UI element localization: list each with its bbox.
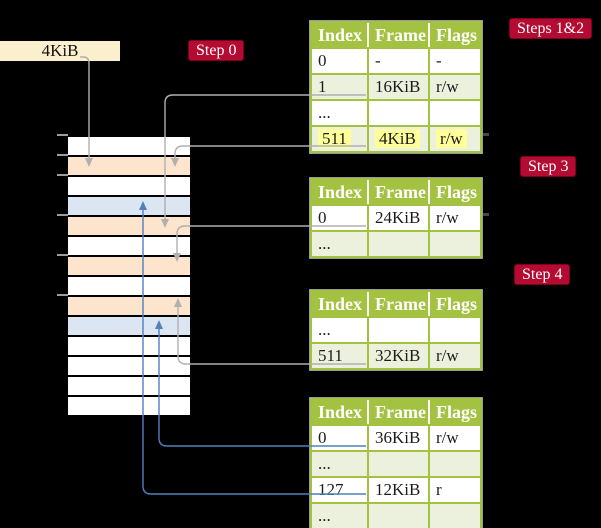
header-cell: Index <box>318 182 363 202</box>
table-cell <box>428 452 480 476</box>
memory-frame-row <box>68 277 190 297</box>
highlighted-value: 4KiB <box>375 129 420 148</box>
table-cell <box>428 318 480 342</box>
table-row: ... <box>312 450 480 476</box>
table-cell <box>367 452 428 476</box>
memory-frame-row <box>68 197 190 217</box>
table-cell: ... <box>318 506 331 525</box>
table-cell: r/w <box>428 75 480 99</box>
highlighted-value: 511 <box>318 129 351 148</box>
header-cell: Index <box>318 402 363 422</box>
table-cell: r <box>428 478 480 502</box>
connector-stub <box>483 133 489 136</box>
memory-frame-row <box>68 337 190 357</box>
header-cell: Frame <box>367 400 428 424</box>
memory-frame-row <box>68 257 190 277</box>
table-cell <box>428 101 480 125</box>
table-cell <box>367 318 428 342</box>
table-cell: r/w <box>428 426 480 450</box>
memory-frame-row <box>68 317 190 337</box>
highlighted-value: r/w <box>436 129 467 148</box>
header-cell: Flags <box>428 292 480 316</box>
memory-frame-row <box>68 377 190 397</box>
header-cell: Frame <box>367 292 428 316</box>
table-cell: r/w <box>428 127 480 151</box>
table-cell <box>367 504 428 528</box>
header-cell: Frame <box>367 23 428 47</box>
table-row: ... <box>312 99 480 125</box>
table-row: ... <box>312 502 480 528</box>
size-label-4kib: 4KiB <box>0 41 120 61</box>
memory-tick <box>57 134 68 136</box>
table-cell: 0 <box>318 428 327 447</box>
header-cell: Frame <box>367 180 428 204</box>
memory-frame-row <box>68 217 190 237</box>
memory-frame-row <box>68 357 190 377</box>
memory-tick <box>57 214 68 216</box>
header-cell: Index <box>318 25 363 45</box>
table-cell: - <box>367 49 428 73</box>
memory-tick <box>57 154 68 156</box>
table-cell: 0 <box>318 51 327 70</box>
table-cell: 127 <box>318 480 344 499</box>
header-cell: Flags <box>428 23 480 47</box>
table-cell <box>367 232 428 256</box>
badge-step-0: Step 0 <box>188 40 245 61</box>
header-cell: Index <box>318 294 363 314</box>
table-cell: 32KiB <box>367 344 428 368</box>
table-cell: 4KiB <box>367 127 428 151</box>
badge-step-3: Step 3 <box>520 156 577 177</box>
table-cell <box>367 101 428 125</box>
memory-tick <box>57 174 68 176</box>
header-cell: Flags <box>428 180 480 204</box>
table-row: ... <box>312 230 480 256</box>
memory-frame-row <box>68 157 190 177</box>
connector-stub <box>483 213 489 216</box>
table-cell: ... <box>318 103 331 122</box>
badge-step-4: Step 4 <box>514 264 571 285</box>
table-cell: ... <box>318 320 331 339</box>
memory-tick <box>57 254 68 256</box>
badge-steps-1-2: Steps 1&2 <box>509 18 593 39</box>
table-cell <box>428 232 480 256</box>
table-cell: r/w <box>428 206 480 230</box>
table-cell: - <box>428 49 480 73</box>
table-cell: 12KiB <box>367 478 428 502</box>
table-cell: 511 <box>318 346 343 365</box>
memory-frame-row <box>68 297 190 317</box>
table-row: 511 4KiB r/w <box>312 125 480 151</box>
memory-frame-row <box>68 137 190 157</box>
table-cell: r/w <box>428 344 480 368</box>
table-cell: 16KiB <box>367 75 428 99</box>
memory-frame-row <box>68 397 190 417</box>
memory-column <box>68 135 190 417</box>
memory-frame-row <box>68 177 190 197</box>
table-cell: 0 <box>318 208 327 227</box>
memory-tick <box>57 294 68 296</box>
table-row: 0 -- <box>312 47 480 73</box>
table-cell: 1 <box>318 77 327 96</box>
table-cell: ... <box>318 234 331 253</box>
header-cell: Flags <box>428 400 480 424</box>
memory-frame-row <box>68 237 190 257</box>
table-row: ... <box>312 316 480 342</box>
table-cell: 511 <box>312 127 367 151</box>
table-cell <box>428 504 480 528</box>
table-cell: 36KiB <box>367 426 428 450</box>
table-cell: ... <box>318 454 331 473</box>
table-cell: 24KiB <box>367 206 428 230</box>
